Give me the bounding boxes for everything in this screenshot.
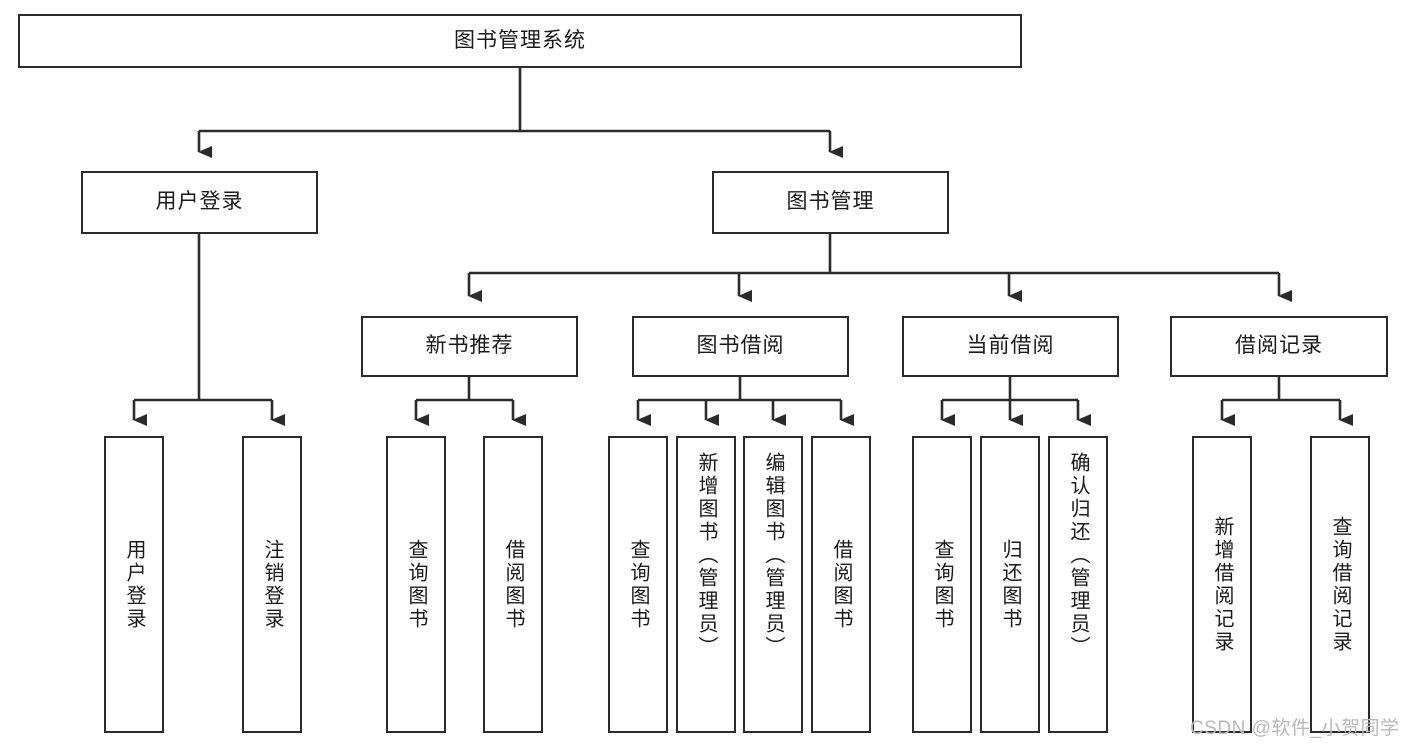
node-label: 查询图书: [627, 538, 649, 631]
node-user-login[interactable]: 用户登录: [81, 171, 318, 234]
node-current-borrow[interactable]: 当前借阅: [902, 316, 1119, 377]
node-label: 图书管理: [786, 190, 875, 214]
node-leaf-add-book[interactable]: 新增图书（管理员）: [676, 436, 736, 733]
node-leaf-return-book[interactable]: 归还图书: [980, 436, 1040, 733]
node-label: 新增借阅记录: [1211, 515, 1233, 654]
node-leaf-edit-book[interactable]: 编辑图书（管理员）: [743, 436, 803, 733]
node-label: 用户登录: [123, 538, 145, 631]
node-label: 确认归还（管理员）: [1067, 452, 1089, 659]
node-book-management[interactable]: 图书管理: [712, 171, 949, 234]
node-label: 当前借阅: [966, 334, 1055, 358]
node-label: 编辑图书（管理员）: [762, 452, 784, 659]
node-leaf-query-book-borrow[interactable]: 查询图书: [608, 436, 668, 733]
node-leaf-borrow-book-recommend[interactable]: 借阅图书: [483, 436, 543, 733]
node-label: 归还图书: [999, 538, 1021, 631]
node-label: 新书推荐: [425, 334, 514, 358]
node-label: 借阅记录: [1235, 334, 1323, 358]
node-label: 图书管理系统: [454, 28, 586, 52]
node-leaf-confirm-return[interactable]: 确认归还（管理员）: [1048, 436, 1108, 733]
node-label: 图书借阅: [696, 334, 785, 358]
node-new-book-recommend[interactable]: 新书推荐: [361, 316, 578, 377]
node-book-borrow[interactable]: 图书借阅: [632, 316, 849, 377]
node-leaf-logout[interactable]: 注销登录: [242, 436, 302, 733]
node-label: 注销登录: [261, 538, 283, 631]
csdn-watermark: CSDN @软件_小贺同学: [1190, 718, 1400, 739]
node-root-system[interactable]: 图书管理系统: [18, 14, 1022, 68]
node-leaf-add-borrow-record[interactable]: 新增借阅记录: [1192, 436, 1252, 733]
node-label: 借阅图书: [830, 538, 852, 631]
node-borrow-record[interactable]: 借阅记录: [1170, 316, 1388, 377]
node-leaf-query-book-recommend[interactable]: 查询图书: [386, 436, 446, 733]
node-leaf-query-book-current[interactable]: 查询图书: [912, 436, 972, 733]
node-label: 用户登录: [155, 190, 244, 214]
node-label: 查询图书: [931, 538, 953, 631]
node-label: 新增图书（管理员）: [695, 452, 717, 659]
node-leaf-user-login[interactable]: 用户登录: [104, 436, 164, 733]
node-label: 查询图书: [405, 538, 427, 631]
node-leaf-query-borrow-record[interactable]: 查询借阅记录: [1310, 436, 1370, 733]
node-label: 查询借阅记录: [1329, 515, 1351, 654]
node-label: 借阅图书: [502, 538, 524, 631]
node-leaf-borrow-book[interactable]: 借阅图书: [811, 436, 871, 733]
